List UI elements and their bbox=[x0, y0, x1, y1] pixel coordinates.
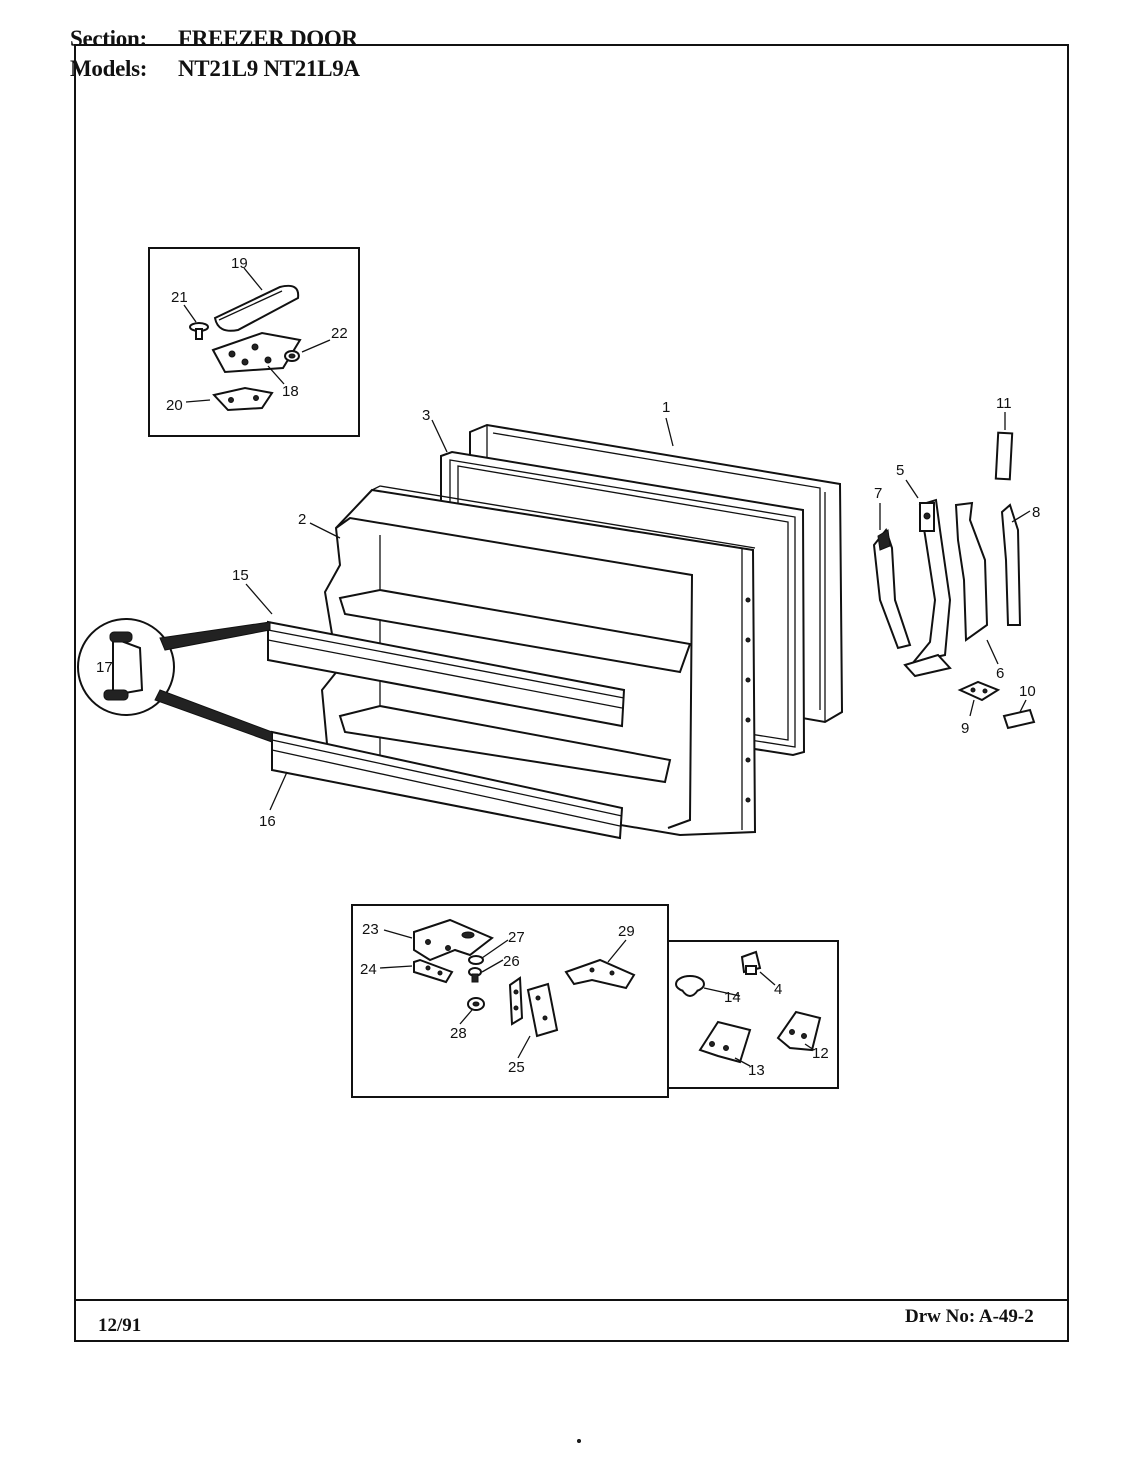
drawing-frame bbox=[74, 44, 1069, 1342]
part-25-hinge-plate bbox=[508, 976, 559, 1038]
callout-27: 27 bbox=[508, 929, 525, 946]
part-16-shelf-bar bbox=[271, 730, 624, 840]
part-10-spacer bbox=[1002, 708, 1036, 730]
part-4-screw bbox=[740, 950, 762, 975]
callout-9: 9 bbox=[961, 720, 969, 737]
part-2-door-liner bbox=[320, 485, 757, 837]
part-20-shim bbox=[212, 386, 274, 412]
callout-11: 11 bbox=[996, 395, 1012, 412]
part-29-bracket bbox=[564, 958, 636, 990]
callout-19: 19 bbox=[231, 255, 248, 272]
part-7-hinge-pin-bracket bbox=[872, 527, 912, 650]
callout-24: 24 bbox=[360, 961, 377, 978]
callout-3: 3 bbox=[422, 407, 430, 424]
hinge-inset-box bbox=[148, 247, 360, 437]
part-8-trim bbox=[1000, 503, 1022, 626]
callout-23: 23 bbox=[362, 921, 379, 938]
callout-16: 16 bbox=[259, 813, 276, 830]
part-11-trim-strip bbox=[994, 431, 1014, 481]
callout-2: 2 bbox=[298, 511, 306, 528]
callout-29: 29 bbox=[618, 923, 635, 940]
part-23-bottom-hinge bbox=[413, 918, 494, 962]
callout-7: 7 bbox=[874, 485, 882, 502]
callout-21: 21 bbox=[171, 289, 188, 306]
callout-6: 6 bbox=[996, 665, 1004, 682]
part-28-washer bbox=[467, 997, 485, 1011]
section-value: FREEZER DOOR bbox=[178, 26, 358, 51]
callout-15: 15 bbox=[232, 567, 249, 584]
part-6-bracket-cover bbox=[954, 501, 989, 642]
callout-22: 22 bbox=[331, 325, 348, 342]
part-21-screw bbox=[189, 322, 209, 340]
callout-20: 20 bbox=[166, 397, 183, 414]
callout-12: 12 bbox=[812, 1045, 829, 1062]
callout-5: 5 bbox=[896, 462, 904, 479]
part-9-shim bbox=[957, 680, 1001, 702]
callout-8: 8 bbox=[1032, 504, 1040, 521]
part-14-plug bbox=[675, 975, 705, 997]
callout-1: 1 bbox=[662, 399, 670, 416]
callout-10: 10 bbox=[1019, 683, 1036, 700]
footer-drawing-number: Drw No: A-49-2 bbox=[905, 1306, 1034, 1327]
part-15-shelf-bar bbox=[267, 620, 626, 728]
part-27-washer bbox=[468, 955, 484, 965]
part-5-hinge-bracket bbox=[903, 498, 952, 678]
callout-25: 25 bbox=[508, 1059, 525, 1076]
section-label: Section: bbox=[70, 26, 147, 51]
part-22-washer bbox=[284, 350, 300, 362]
callout-18: 18 bbox=[282, 383, 299, 400]
footer-date: 12/91 bbox=[98, 1315, 142, 1336]
part-26-hinge-pin bbox=[468, 967, 482, 983]
callout-26: 26 bbox=[503, 953, 520, 970]
callout-4: 4 bbox=[774, 981, 782, 998]
part-24-shim bbox=[413, 958, 454, 984]
callout-13: 13 bbox=[748, 1062, 765, 1079]
scan-speck bbox=[577, 1439, 581, 1443]
part-13-cap bbox=[698, 1020, 752, 1064]
callout-14: 14 bbox=[724, 989, 741, 1006]
models-label: Models: bbox=[70, 56, 148, 81]
models-value: NT21L9 NT21L9A bbox=[178, 56, 360, 81]
part-17-bar-end-cap-detail bbox=[77, 618, 273, 743]
part-12-cap bbox=[776, 1010, 822, 1052]
callout-28: 28 bbox=[450, 1025, 467, 1042]
part-19-hinge-cover bbox=[213, 284, 300, 332]
callout-17: 17 bbox=[96, 659, 113, 676]
cap-hardware-box bbox=[667, 940, 839, 1089]
